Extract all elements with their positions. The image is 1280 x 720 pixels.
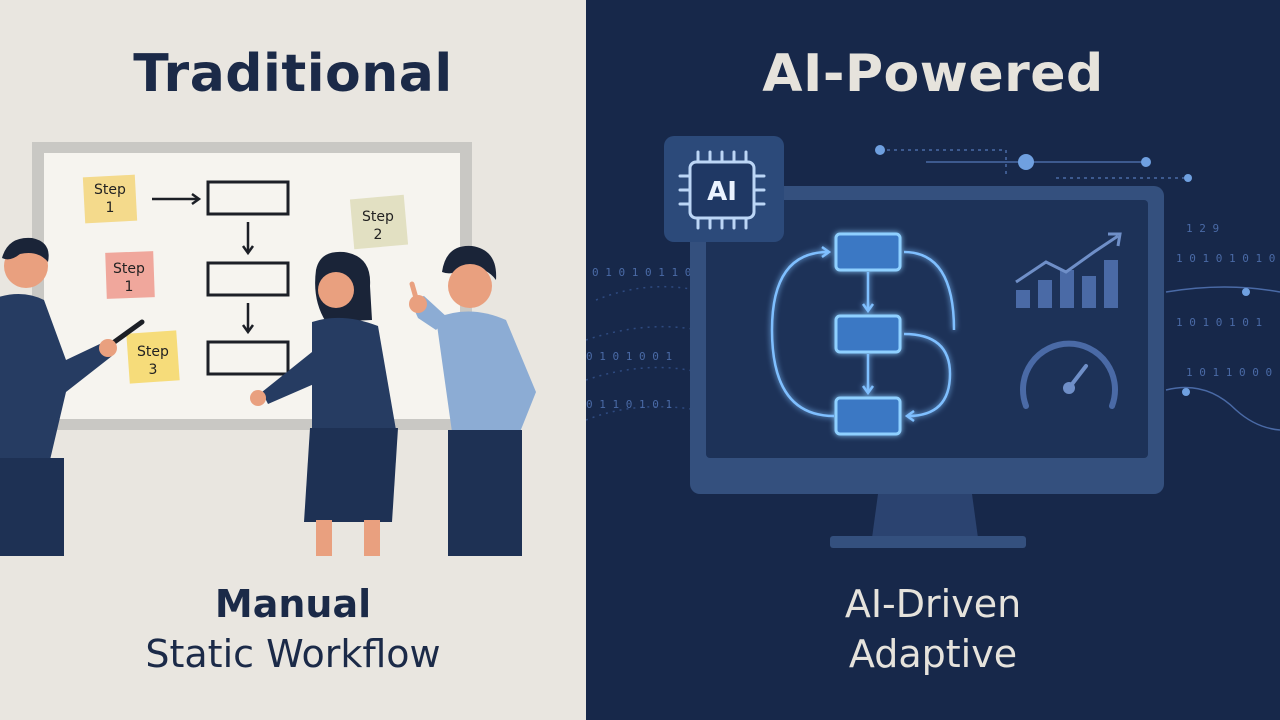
person-woman — [250, 251, 398, 556]
svg-text:1 0 1 1 0 0 0: 1 0 1 1 0 0 0 — [1186, 366, 1272, 379]
growth-chart-icon — [1015, 232, 1122, 308]
adaptive-flowchart — [770, 232, 956, 436]
sticky-note-step-2: Step 2 — [349, 194, 409, 250]
ai-powered-title: AI-Powered — [762, 44, 1104, 104]
svg-text:1: 1 — [125, 279, 134, 295]
svg-text:Step: Step — [362, 209, 394, 225]
svg-text:3: 3 — [149, 362, 158, 378]
speedometer-icon — [1020, 340, 1118, 409]
svg-text:1 0 1 0 1 0 1 0: 1 0 1 0 1 0 1 0 — [1176, 252, 1275, 265]
svg-text:0 1 0 1 0 1 1 0 1: 0 1 0 1 0 1 1 0 1 — [592, 266, 705, 279]
ai-flow-box-1 — [834, 232, 902, 272]
svg-text:Step: Step — [94, 182, 126, 198]
ai-powered-panel: AI-Powered 0 1 0 1 0 1 1 0 1 0 1 0 1 0 0… — [586, 0, 1280, 720]
sticky-note-step-1-pink: Step 1 — [105, 251, 155, 299]
svg-text:Step: Step — [137, 344, 169, 360]
person-man-pointing — [0, 237, 145, 556]
ai-powered-caption-secondary: Adaptive — [848, 632, 1018, 676]
svg-text:0 1 1 0 1 0 1: 0 1 1 0 1 0 1 — [586, 398, 672, 411]
traditional-title: Traditional — [133, 44, 453, 104]
ai-flow-box-2 — [834, 314, 902, 354]
flow-box-1 — [206, 180, 290, 216]
sticky-note-step-1-yellow: Step 1 — [82, 174, 138, 224]
ai-powered-illustration: 0 1 0 1 0 1 1 0 1 0 1 0 1 0 0 1 0 1 1 0 … — [586, 136, 1280, 548]
svg-text:1 2 9: 1 2 9 — [1186, 222, 1219, 235]
traditional-caption-primary: Manual — [214, 582, 372, 626]
traditional-illustration: Step 1 Step 1 Step 3 Step 2 — [0, 142, 536, 556]
svg-text:1: 1 — [106, 200, 115, 216]
ai-flow-box-3 — [834, 396, 902, 436]
flow-box-3 — [206, 340, 290, 376]
ai-chip-icon: AI — [664, 136, 784, 242]
flow-arrows — [152, 192, 255, 335]
traditional-panel: Traditional Step 1 Step 1 — [0, 0, 586, 720]
traditional-caption-secondary: Static Workflow — [145, 632, 441, 676]
flow-box-2 — [206, 261, 290, 297]
sticky-note-step-3: Step 3 — [126, 330, 180, 384]
person-man-light-shirt — [409, 245, 536, 556]
svg-text:1 0 1 0 1 0 1: 1 0 1 0 1 0 1 — [1176, 316, 1262, 329]
ai-powered-caption-primary: AI-Driven — [844, 582, 1022, 626]
data-stream-decoration: 0 1 0 1 0 1 1 0 1 0 1 0 1 0 0 1 0 1 1 0 … — [586, 145, 1280, 431]
svg-text:0 1 0 1 0 0 1: 0 1 0 1 0 0 1 — [586, 350, 672, 363]
ai-chip-label: AI — [707, 177, 737, 207]
svg-text:Step: Step — [113, 261, 145, 277]
svg-text:2: 2 — [374, 227, 383, 243]
